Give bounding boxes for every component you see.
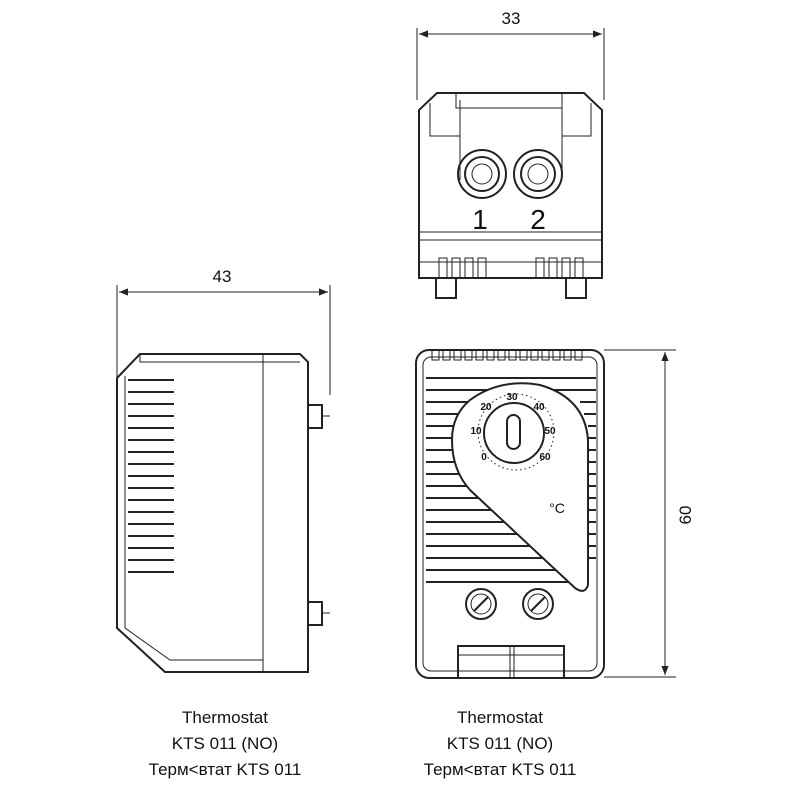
din-clip-top <box>308 404 323 429</box>
dial-label-10: 10 <box>470 426 482 437</box>
caption-left-line3: Терм<втат KTS 011 <box>148 760 302 779</box>
caption-right-line1: Thermostat <box>457 708 543 727</box>
side-view: 43 <box>116 267 331 673</box>
terminal-hole-2 <box>513 149 563 199</box>
top-view-vents-right <box>535 257 584 279</box>
top-view-foot-left <box>435 277 457 299</box>
dial-label-60: 60 <box>539 452 551 463</box>
dimension-label-side: 43 <box>213 267 232 286</box>
cable-entries <box>457 645 565 678</box>
dial-label-0: 0 <box>481 452 487 463</box>
terminal-label-2: 2 <box>530 204 546 235</box>
terminal-hole-1 <box>457 149 507 199</box>
terminal-label-1: 1 <box>472 204 488 235</box>
screw-terminal-2[interactable] <box>522 588 554 620</box>
caption-left-line1: Thermostat <box>182 708 268 727</box>
top-view-foot-right <box>565 277 587 299</box>
front-ribs <box>426 377 596 583</box>
screw-terminal-1[interactable] <box>465 588 497 620</box>
dial-label-40: 40 <box>533 402 545 413</box>
side-view-ribs <box>128 379 174 573</box>
front-view: 60 <box>415 349 695 679</box>
dimension-label-front: 60 <box>676 506 695 525</box>
unit-label: °C <box>549 500 565 516</box>
caption-right-line2: KTS 011 (NO) <box>446 734 554 753</box>
caption-left: Thermostat KTS 011 (NO) Терм<втат KTS 01… <box>120 705 330 783</box>
din-clip-bottom <box>308 601 323 626</box>
dial-label-20: 20 <box>480 402 492 413</box>
top-view-body <box>418 92 603 279</box>
dimension-label-top: 33 <box>502 9 521 28</box>
top-view-vents-left <box>438 257 487 279</box>
front-top-vents <box>431 349 583 361</box>
dial-label-30: 30 <box>506 392 518 403</box>
caption-left-line2: KTS 011 (NO) <box>171 734 279 753</box>
dial-knob-slot[interactable] <box>506 414 521 450</box>
caption-right: Thermostat KTS 011 (NO) Терм<втат KTS 01… <box>390 705 610 783</box>
caption-right-line3: Терм<втат KTS 011 <box>423 760 577 779</box>
top-view: 33 1 2 <box>416 9 605 299</box>
side-view-body <box>116 353 309 673</box>
dial-label-50: 50 <box>544 426 556 437</box>
